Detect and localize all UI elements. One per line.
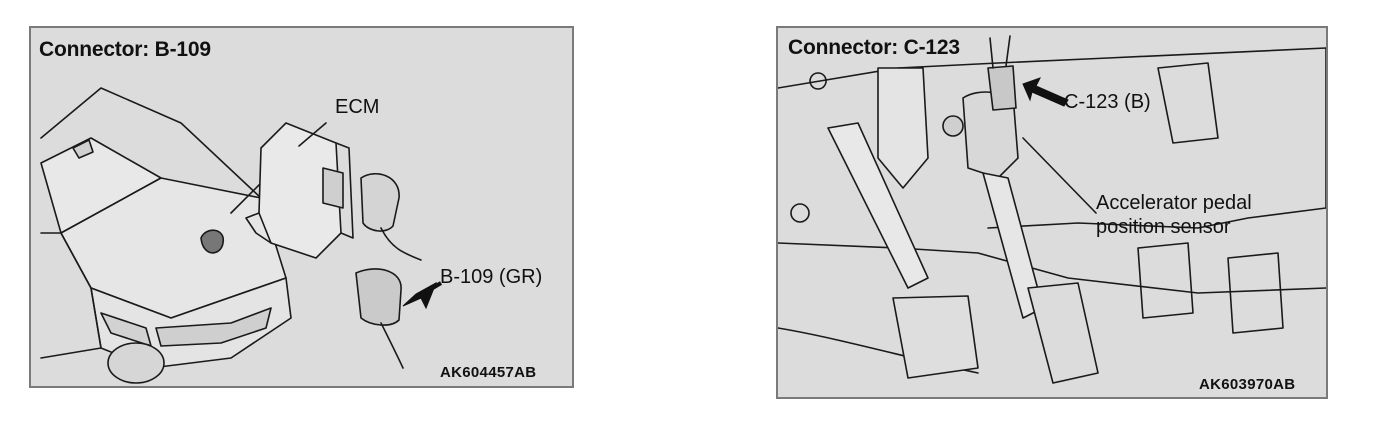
panel-title: Connector: C-123 (788, 36, 960, 59)
steering-column (877, 67, 929, 189)
harness-connector-upper (360, 173, 400, 232)
car-ecm-illustration (40, 87, 443, 384)
harness-b109-wire (380, 322, 404, 369)
ecm-location-marker (200, 229, 224, 254)
accelerator-pedal-pad (1027, 282, 1099, 384)
connector-c123-wire (989, 35, 1011, 69)
bracket-far-right (1227, 252, 1284, 334)
ecm-label: ECM (335, 96, 380, 118)
car-wheel (107, 342, 165, 384)
diagram-panel-b109: Connector: B-109 ECM B-109 (GR) AK604457… (29, 26, 574, 388)
harness-upper-wire (380, 227, 422, 261)
bracket-right-upper (1157, 62, 1219, 144)
ecm-bracket (245, 212, 272, 244)
sensor-label-line1: Accelerator pedal (1096, 192, 1252, 214)
car-mirror (72, 139, 94, 159)
sensor-mount-bolt (942, 115, 964, 137)
sensor-label-line2: position sensor (1096, 216, 1231, 238)
car-side (40, 232, 102, 359)
sensor-leader-line (1022, 137, 1097, 214)
ecm-unit (258, 122, 342, 259)
car-roof-line (40, 87, 262, 199)
bolt-lower-left (790, 203, 810, 223)
connector-label: C-123 (B) (1064, 91, 1151, 113)
ecm-leader-line (298, 122, 327, 147)
bracket-right-lower (1137, 242, 1194, 319)
brake-pedal-pad (892, 295, 979, 379)
figure-code: AK604457AB (440, 364, 537, 381)
firewall-panel (778, 47, 1326, 229)
car-grille (155, 307, 272, 347)
panel-title: Connector: B-109 (39, 38, 211, 61)
c123-pointer-arrow (1022, 77, 1069, 107)
pedal-sensor-illustration (778, 35, 1326, 384)
ecm-unit-side (335, 142, 354, 239)
diagram-panel-c123: Connector: C-123 C-123 (B) Accelerator p… (776, 26, 1328, 399)
ecm-connector-port (322, 167, 344, 209)
harness-connector-b109 (355, 268, 402, 326)
bolt-left (809, 72, 827, 90)
figure-code: AK603970AB (1199, 376, 1296, 393)
brake-pedal-arm (827, 122, 929, 289)
connector-label: B-109 (GR) (440, 266, 543, 288)
connector-c123 (987, 65, 1017, 111)
